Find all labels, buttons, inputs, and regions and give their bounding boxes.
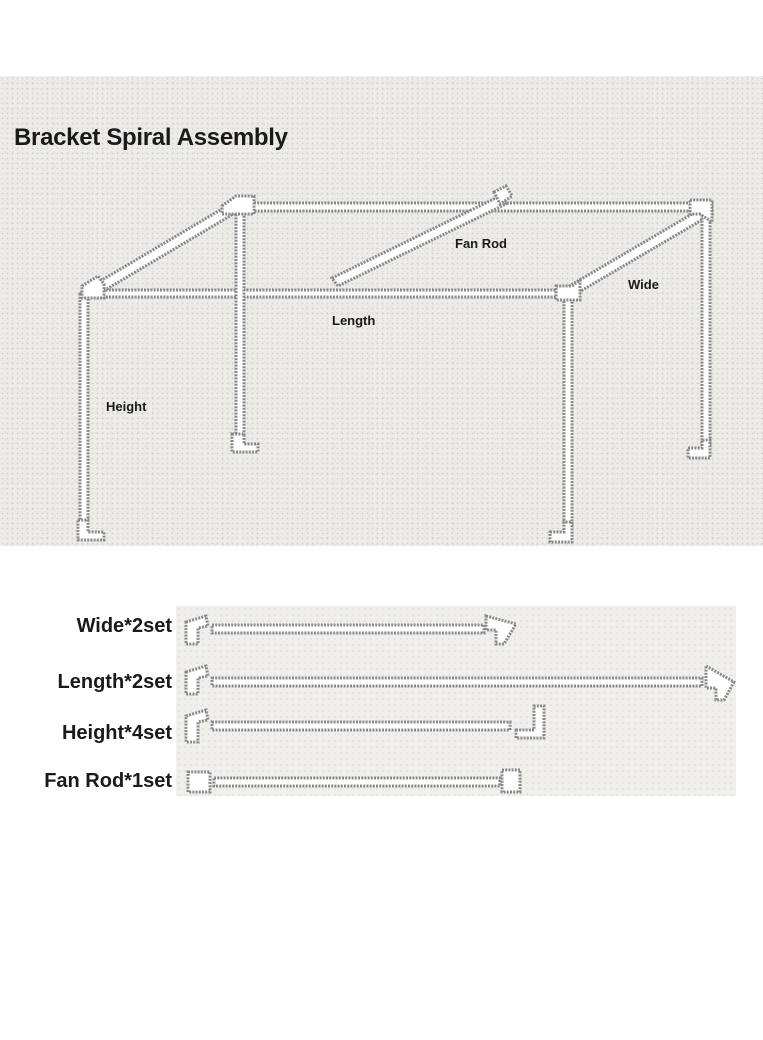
fanrod-end-right [500, 768, 522, 794]
back-left-corner [220, 194, 256, 216]
length-end-right [704, 663, 737, 702]
length-end-left [184, 664, 210, 696]
label-wide: Wide [628, 277, 659, 292]
front-right-foot [548, 520, 574, 544]
front-right-leg [562, 295, 574, 526]
fan-rod [329, 194, 509, 288]
label-length: Length [332, 313, 376, 328]
height-tube [210, 720, 512, 732]
length-tube [210, 676, 704, 688]
label-height: Height [106, 399, 147, 414]
fanrod-end-left [186, 770, 212, 794]
back-right-foot [686, 438, 712, 460]
back-right-corner [688, 198, 714, 225]
page-title: Bracket Spiral Assembly [14, 124, 288, 151]
height-end-left [184, 708, 210, 744]
height-foot-right [514, 704, 546, 740]
wide-end-right [484, 614, 519, 646]
part-label-fan-rod: Fan Rod*1set [44, 770, 172, 792]
wide-tube [210, 623, 486, 635]
front-right-corner [554, 277, 582, 302]
fan-rod-top-joint [491, 184, 515, 207]
back-right-leg [700, 212, 712, 446]
front-left-foot [76, 518, 106, 542]
part-label-length: Length*2set [57, 671, 172, 693]
front-left-corner [80, 273, 106, 300]
part-label-height: Height*4set [61, 722, 172, 744]
part-label-wide: Wide*2set [76, 615, 172, 637]
front-left-leg [78, 292, 90, 524]
front-length-beam [94, 288, 574, 299]
fanrod-tube [212, 776, 502, 788]
back-left-foot [230, 432, 260, 454]
back-left-leg [234, 209, 246, 438]
assembled-frame [76, 184, 715, 544]
parts-list-background [176, 606, 736, 796]
left-wide-beam [89, 201, 243, 295]
parts-list-drawings [184, 614, 737, 794]
assembly-diagram-background [0, 76, 763, 546]
label-fan-rod: Fan Rod [455, 236, 507, 251]
wide-end-left [184, 614, 210, 646]
